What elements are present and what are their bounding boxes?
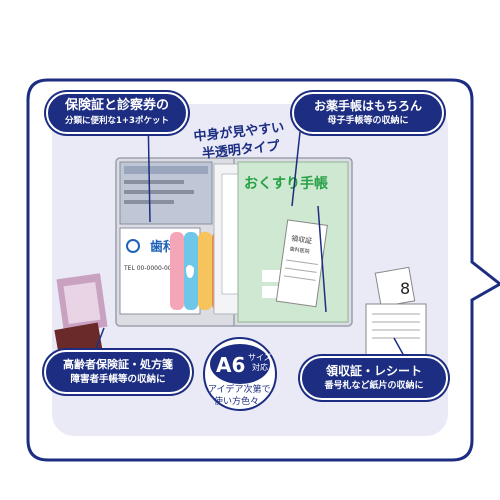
receipt-paper-illustration [365, 303, 427, 357]
size-badge-size: A6 [216, 353, 245, 377]
size-badge-caption1: アイデア次第で [208, 383, 271, 395]
callout-card-pockets-line1: 保険証と診察券の [64, 98, 169, 113]
callout-card-pockets: 保険証と診察券の 分類に便利な1+3ポケット [46, 92, 188, 134]
number-ticket-text: 8 [400, 279, 410, 298]
callout-receipt-line1: 領収証・レシート [325, 364, 422, 378]
callout-medication-notebook-line2: 母子手帳等の収納に [327, 116, 409, 126]
callout-receipt: 領収証・レシート 番号札など紙片の収納に [300, 356, 448, 400]
callout-receipt-line2: 番号札など紙片の収納に [324, 381, 424, 391]
card-case-illustration: 歯科医院 TEL 00-0000-0000 おくすり手帳 領収証 歯科医院 [93, 111, 405, 357]
callout-elderly-insurance-line2: 障害者手帳等の収納に [70, 374, 166, 385]
number-ticket-illustration: 8 [374, 266, 416, 308]
receipt-title: 領収証 [291, 234, 313, 246]
size-badge-caption2: 使い方色々 [214, 395, 259, 407]
passbook-title: おくすり手帳 [244, 175, 328, 192]
size-badge-small1: サイズ [248, 352, 272, 362]
size-badge: A6 サイズ 対応 アイデア次第で 使い方色々 [203, 337, 277, 411]
clinic-card-tel: TEL 00-0000-0000 [123, 265, 179, 272]
callout-elderly-insurance-line1: 高齢者保険証・処方箋 [63, 358, 173, 371]
callout-elderly-insurance: 高齢者保険証・処方箋 障害者手帳等の収納に [44, 350, 192, 394]
callout-card-pockets-line2: 分類に便利な1+3ポケット [65, 116, 169, 126]
tooth-icon [186, 265, 194, 278]
receipt-subtitle: 歯科医院 [289, 245, 310, 255]
callout-medication-notebook: お薬手帳はもちろん 母子手帳等の収納に [292, 92, 444, 134]
size-badge-small2: 対応 [252, 362, 268, 372]
callout-medication-notebook-line1: お薬手帳はもちろん [313, 99, 422, 113]
